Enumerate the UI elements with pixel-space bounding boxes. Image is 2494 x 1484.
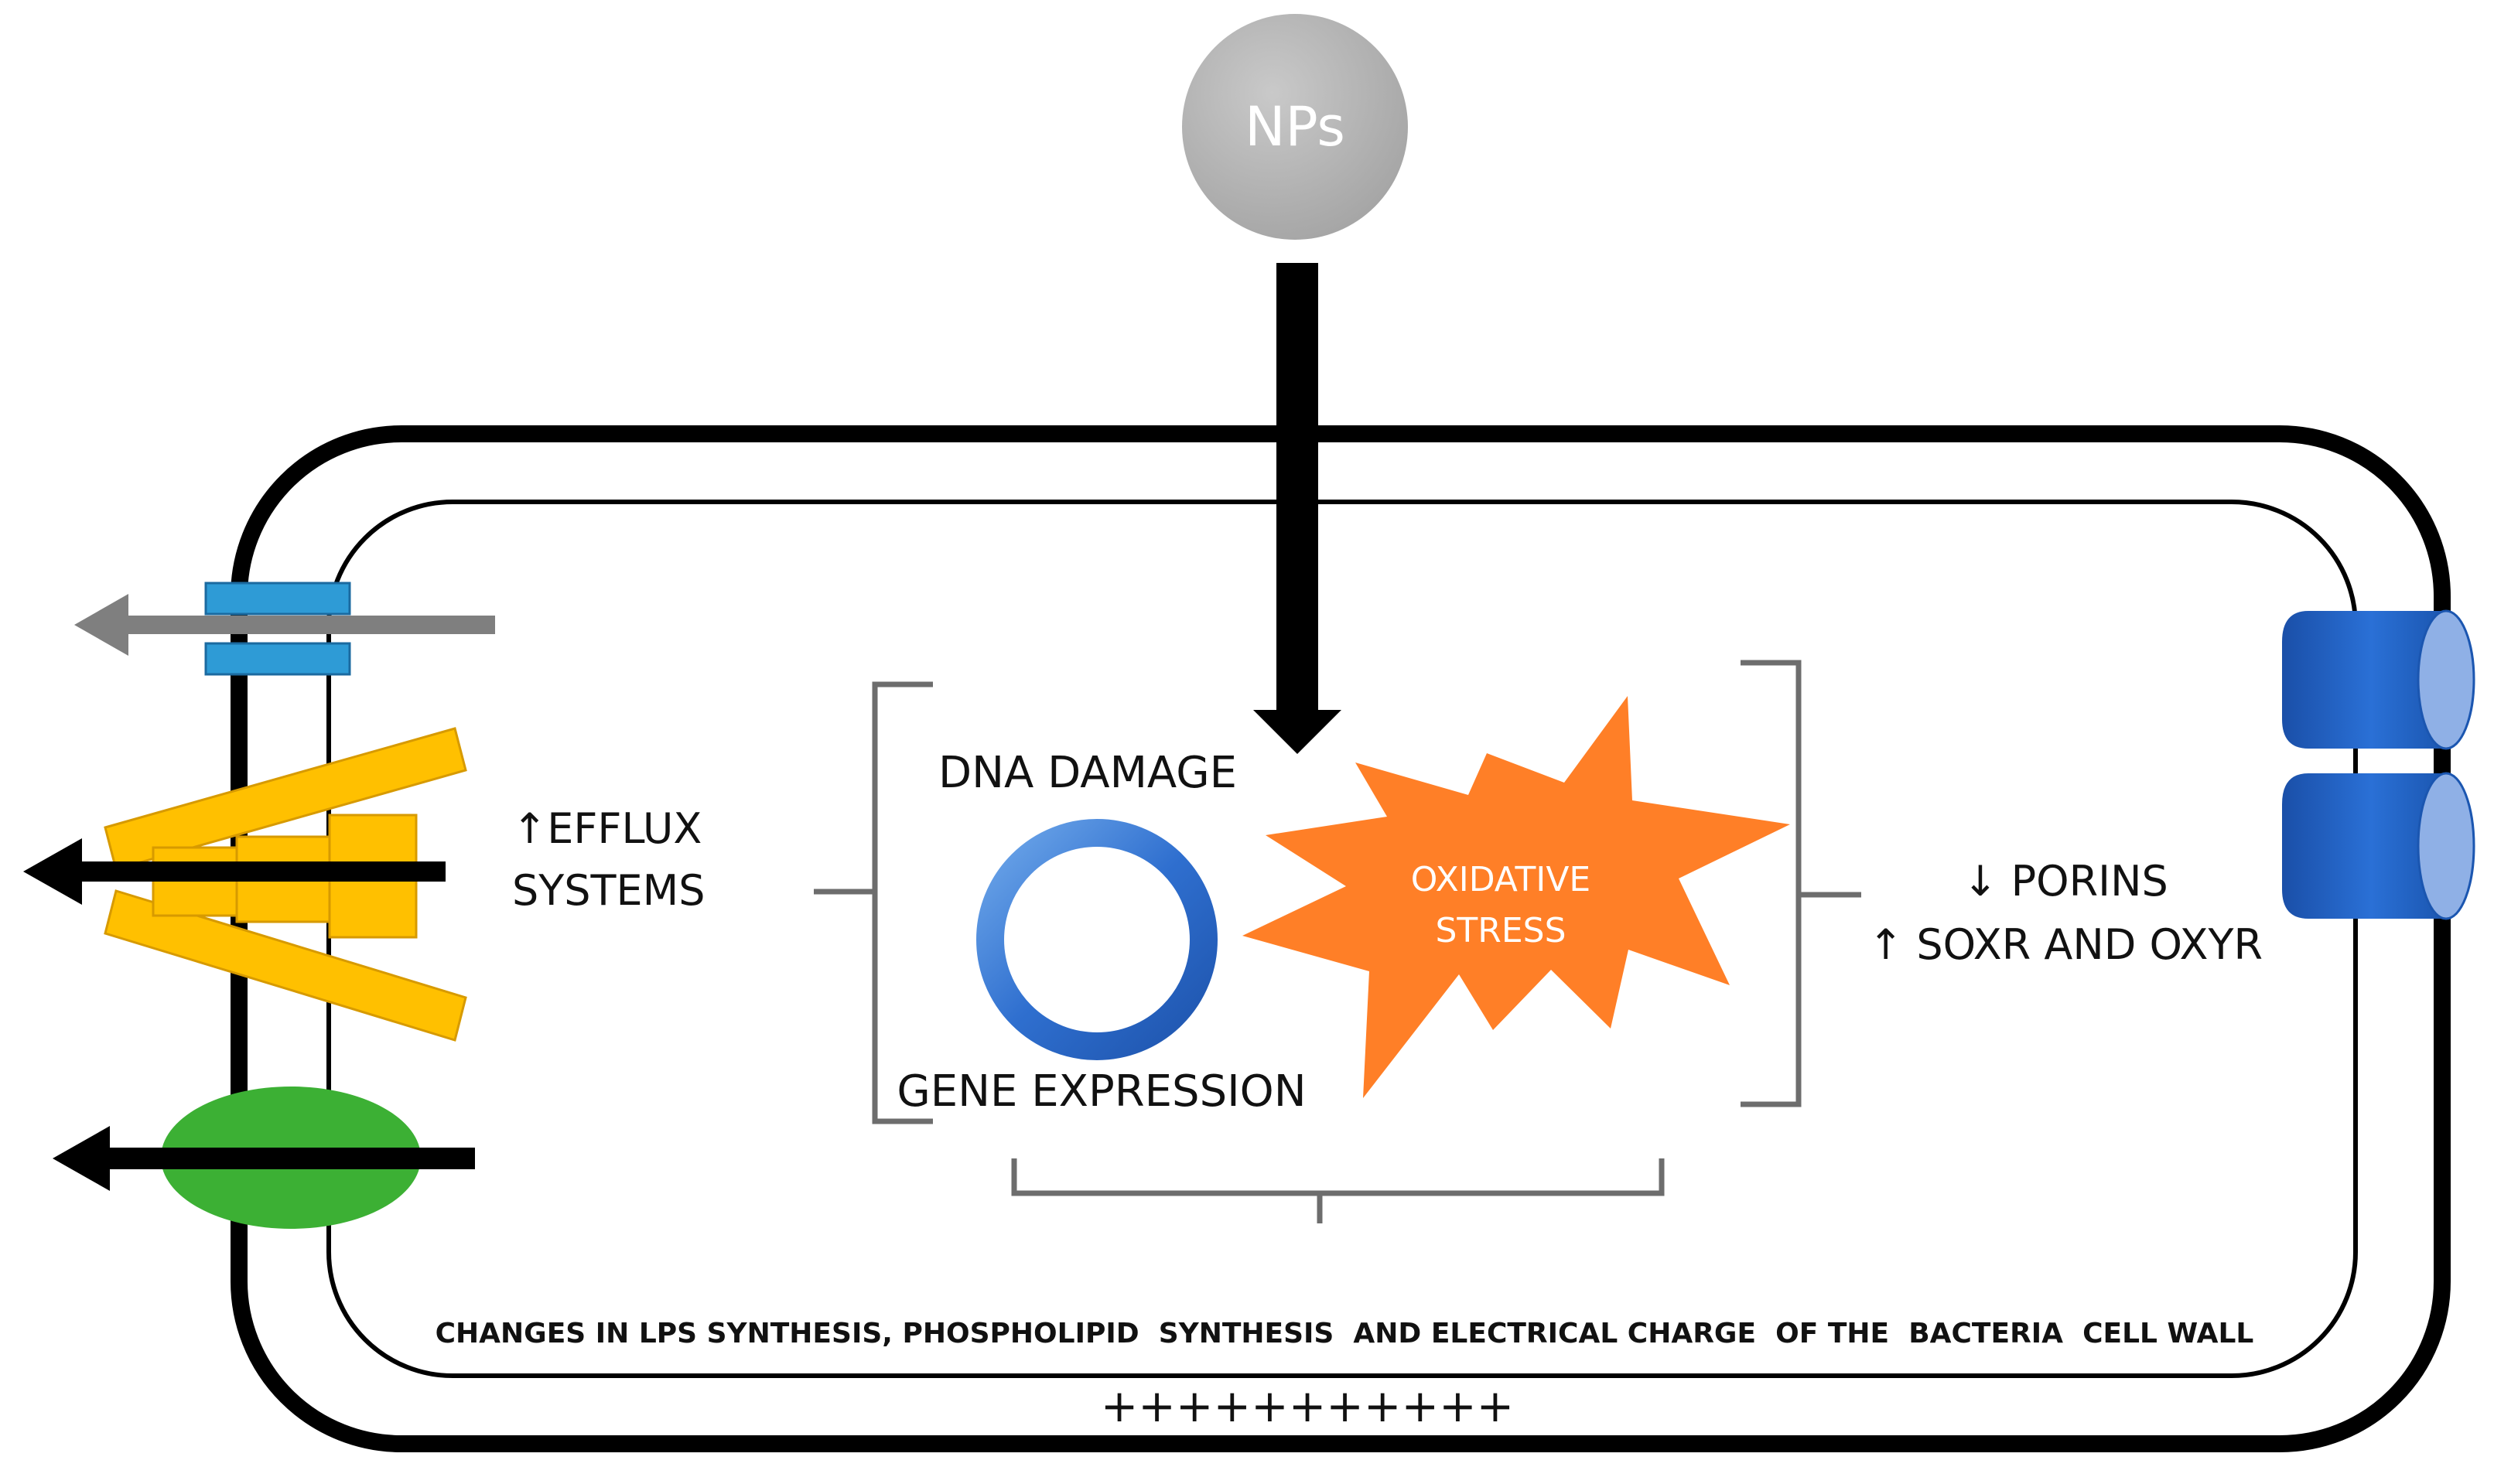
bottom-bracket: [1011, 1158, 1665, 1223]
porins-label-line1: ↓ PORINS: [1963, 857, 2168, 906]
blue-channel-top: [204, 582, 351, 616]
gene-expression-label: GENE EXPRESSION: [897, 1066, 1306, 1117]
nanoparticle-label: NPs: [1245, 95, 1345, 159]
burst-star-icon: [1242, 696, 1790, 1098]
soxr-oxyr-label: ↑ SOXR AND OXYR: [1868, 920, 2263, 969]
transporter-arrow-head-icon: [53, 1126, 110, 1191]
efflux-systems-label-line2: SYSTEMS: [512, 866, 705, 915]
efflux-arrow-head-icon: [23, 838, 82, 905]
oxidative-stress-label-line1: OXIDATIVE: [1411, 860, 1590, 899]
np-entry-arrow-shaft: [1276, 263, 1318, 715]
blue-channel-bottom: [204, 642, 351, 676]
porin-bottom-icon: [2282, 772, 2475, 920]
efflux-pump-upper-bar: [104, 727, 467, 871]
nanoparticle-sphere-icon: [1182, 14, 1408, 240]
left-bracket: [814, 681, 933, 1124]
porin-top-icon: [2282, 609, 2475, 750]
np-entry-arrow-head-icon: [1253, 710, 1341, 754]
efflux-pump-lower-bar: [104, 889, 467, 1042]
gray-efflux-arrow-shaft: [124, 616, 495, 634]
transporter-arrow-shaft: [99, 1148, 475, 1169]
positive-charge-label: +++++++++++: [1101, 1380, 1515, 1432]
dna-damage-label: DNA DAMAGE: [938, 748, 1237, 798]
plasmid-ring-icon: [976, 819, 1218, 1060]
efflux-systems-label-line1: ↑EFFLUX: [512, 804, 702, 853]
right-bracket: [1741, 660, 1861, 1107]
gray-efflux-arrow-head-icon: [74, 594, 128, 656]
efflux-arrow-shaft: [71, 861, 446, 882]
oxidative-stress-label-line2: STRESS: [1435, 911, 1566, 950]
cell-wall-changes-label: CHANGES IN LPS SYNTHESIS, PHOSPHOLIPID S…: [436, 1318, 2254, 1349]
